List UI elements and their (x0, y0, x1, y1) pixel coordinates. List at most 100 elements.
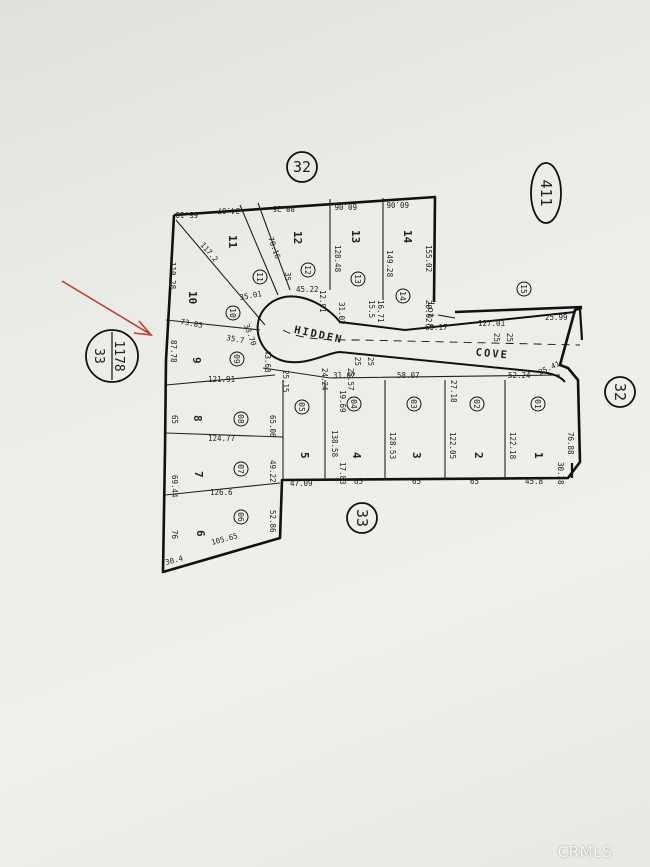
lot-number-11: 11 (226, 235, 239, 249)
map-label-21: 117.2 (198, 241, 219, 264)
map-label-50: 138.58 (330, 430, 339, 458)
lot-number-9: 9 (190, 357, 203, 364)
map-references: 32 411 32 33 1178 33 (85, 151, 636, 534)
map-label-42: 25.57 (346, 368, 355, 391)
map-label-12: 13 (353, 274, 362, 284)
lot-number-3: 3 (410, 452, 423, 459)
ref-33-bottom: 33 (353, 509, 371, 527)
map-label-20: 110.28 (168, 262, 177, 290)
map-label-30: 12.91 (318, 290, 327, 313)
lot-number-4: 4 (350, 452, 363, 459)
ref-circle-1178 (85, 329, 139, 383)
lot-number-7: 7 (192, 471, 205, 478)
lot-number-13: 13 (349, 230, 362, 243)
map-label-70: 105.65 (210, 531, 238, 547)
ref-32-top: 32 (293, 158, 311, 176)
map-label-48: 121.91 (208, 375, 235, 384)
crmls-watermark: CRMLS (557, 843, 612, 861)
map-label-59: 65 (354, 477, 363, 486)
map-label-66: 126.6 (210, 488, 233, 497)
map-label-10: 11 (255, 272, 264, 282)
map-label-65: 49.22 (268, 460, 277, 483)
road-name-hidden: HIDDEN (293, 324, 344, 346)
pointer-arrow (61, 280, 153, 337)
map-label-31: 31.02 (337, 302, 346, 325)
map-label-62: 45.8 (525, 477, 544, 486)
map-label-14: 15 (519, 284, 528, 294)
lot-number-14: 14 (401, 230, 414, 244)
map-label-73: 33.70 (242, 323, 258, 348)
map-label-5: 06 (236, 512, 245, 522)
map-label-39: 43.63 (263, 350, 272, 373)
lot-number-5: 5 (298, 452, 311, 459)
map-label-45: 27.18 (449, 380, 458, 403)
map-label-68: 52.86 (268, 510, 277, 533)
ref-411: 411 (537, 179, 555, 206)
map-label-61: 65 (470, 477, 479, 486)
ref-circle-32-right (604, 376, 636, 408)
ref-circle-32-top (286, 151, 318, 183)
subdivision-boundary (161, 195, 583, 574)
map-label-19: 60.06 (386, 200, 409, 209)
map-label-26: 73.83 (180, 317, 204, 330)
lot-a-label: Lot A (425, 302, 435, 330)
map-label-27: 35.7 (226, 333, 245, 345)
map-label-43: 31.02 (333, 371, 356, 380)
map-label-63: 30.38 (556, 462, 565, 485)
map-label-2: 03 (409, 399, 418, 409)
lot-number-1: 1 (532, 452, 545, 459)
map-label-1: 02 (472, 399, 481, 409)
map-label-29: 45.22 (296, 285, 319, 294)
map-label-76: 25 (492, 333, 501, 342)
map-label-51: 128.53 (388, 432, 397, 459)
map-label-44: 58.07 (397, 371, 420, 380)
map-label-55: 65 (170, 415, 179, 424)
map-label-11: 12 (303, 265, 312, 275)
map-label-58: 17.83 (338, 462, 347, 485)
map-label-7: 08 (236, 414, 245, 424)
map-label-28: 35.01 (239, 289, 263, 302)
map-label-53: 122.18 (508, 432, 517, 460)
map-label-24: 149.28 (385, 250, 394, 278)
map-label-9: 10 (228, 308, 237, 318)
lot-number-10: 10 (186, 291, 199, 304)
lot-numbers: 1 2 3 4 5 6 7 8 9 10 11 12 13 14 (186, 230, 545, 537)
map-label-18: 60.06 (334, 202, 357, 211)
map-label-46: 52.24 (508, 371, 531, 380)
road-name-cove: COVE (475, 347, 509, 362)
map-label-38: 87.78 (169, 340, 178, 363)
map-label-69: 76 (170, 530, 179, 540)
road-hidden-cove (256, 295, 581, 383)
map-label-75: 25 (366, 357, 375, 366)
map-label-13: 14 (398, 291, 407, 301)
map-label-32: 15.5 (367, 300, 376, 318)
map-label-72: 35 (283, 272, 292, 281)
map-label-6: 07 (236, 464, 245, 474)
lot-lines (164, 198, 561, 496)
map-label-0: 01 (533, 399, 542, 409)
parcel-numbers: 01 02 03 04 05 06 07 08 09 10 11 12 13 1… (228, 265, 542, 522)
ref-circle-33-bottom (346, 502, 378, 534)
map-label-22: 78.16 (266, 236, 282, 261)
map-label-17: 88.25 (272, 204, 295, 213)
map-label-34: 20.02 (424, 300, 433, 323)
map-label-60: 65 (412, 477, 421, 486)
map-label-8: 09 (232, 354, 241, 364)
map-label-3: 04 (349, 399, 358, 409)
map-label-40: 25.15 (281, 370, 290, 393)
map-label-25: 155.02 (424, 245, 433, 272)
ref-oval-411 (530, 162, 562, 224)
map-label-74: 25 (353, 357, 362, 366)
lot-number-6: 6 (194, 530, 207, 537)
map-label-49: 19.69 (338, 390, 347, 413)
ref-1178: 1178 (111, 340, 126, 371)
map-label-23: 128.48 (333, 245, 342, 273)
map-label-57: 124.77 (208, 434, 235, 443)
map-label-15: 65.18 (175, 210, 198, 219)
boundary-ticks (570, 309, 584, 478)
map-label-52: 122.05 (448, 432, 457, 459)
map-label-41: 24.24 (320, 368, 329, 391)
map-label-35: 60.17 (425, 323, 448, 332)
